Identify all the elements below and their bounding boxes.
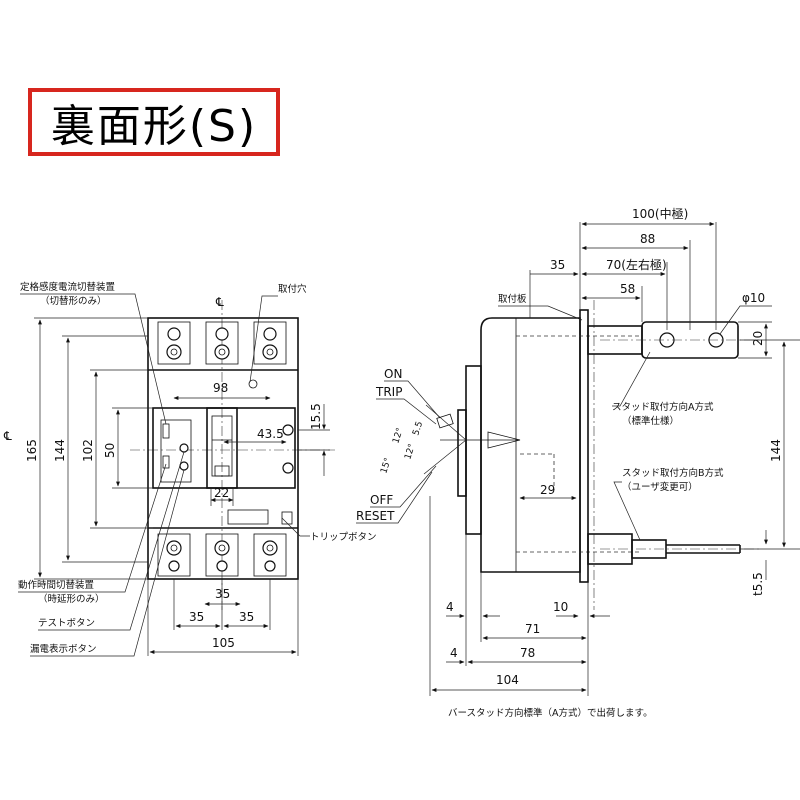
dim-78: 78 bbox=[520, 646, 535, 660]
label-stud-a: スタッド取付方向A方式 bbox=[612, 401, 714, 413]
dim-22: 22 bbox=[214, 486, 229, 500]
label-off: OFF bbox=[370, 493, 393, 507]
drawing-title: 裏面形(S) bbox=[50, 101, 258, 152]
label-rated-switch-note: （切替形のみ） bbox=[40, 295, 107, 307]
label-reset: RESET bbox=[356, 509, 395, 523]
dim-105: 105 bbox=[212, 636, 235, 650]
side-body-outline bbox=[480, 317, 581, 573]
dim-88: 88 bbox=[640, 232, 655, 246]
angle-5-5: 5.5 bbox=[411, 420, 425, 437]
dim-50: 50 bbox=[103, 443, 117, 458]
dim-102: 102 bbox=[81, 439, 95, 462]
label-test-button: テストボタン bbox=[38, 618, 95, 629]
front-body-outline bbox=[147, 317, 299, 580]
dim-104: 104 bbox=[496, 673, 519, 687]
centerline-mark-left: ℄ bbox=[3, 429, 12, 443]
settings-area bbox=[160, 419, 192, 483]
handle-base bbox=[457, 409, 467, 497]
label-stud-b-note: （ユーザ変更可） bbox=[622, 481, 698, 493]
dim-4-top: 4 bbox=[446, 600, 454, 614]
trip-button-area bbox=[227, 509, 269, 525]
dim-70: 70(左右極) bbox=[606, 257, 667, 272]
dim-phi10: φ10 bbox=[742, 291, 765, 305]
label-time-switch: 動作時間切替装置 bbox=[18, 579, 94, 591]
angle-12-a: 12° bbox=[391, 427, 405, 445]
dim-35-right: 35 bbox=[239, 610, 254, 624]
dim-98: 98 bbox=[213, 381, 228, 395]
front-cover bbox=[465, 365, 482, 535]
dim-10: 10 bbox=[553, 600, 568, 614]
dim-165: 165 bbox=[25, 439, 39, 462]
rated-switch-marker bbox=[162, 423, 170, 439]
dim-71: 71 bbox=[525, 622, 540, 636]
dim-144-side: 144 bbox=[769, 439, 783, 462]
label-mount-hole: 取付穴 bbox=[278, 283, 307, 295]
label-stud-a-note: （標準仕様） bbox=[622, 415, 679, 427]
front-view: 165 ℄ 144 102 50 98 43.5 15.5 22 bbox=[3, 281, 377, 657]
label-on: ON bbox=[384, 367, 402, 381]
dim-20: 20 bbox=[751, 331, 765, 346]
dim-35-top: 35 bbox=[215, 587, 230, 601]
centerline-mark-top: ℄ bbox=[215, 295, 224, 309]
side-view: 100(中極) 88 70(左右極) 35 58 φ10 20 144 t5.5… bbox=[356, 206, 800, 719]
dim-100: 100(中極) bbox=[632, 206, 688, 221]
handle-frame bbox=[206, 407, 238, 489]
label-leak-indicator: 漏電表示ボタン bbox=[30, 643, 97, 655]
dim-15-5: 15.5 bbox=[309, 403, 323, 430]
mount-plate bbox=[579, 309, 589, 583]
dim-43-5: 43.5 bbox=[257, 427, 284, 441]
mount-hole-upper bbox=[282, 424, 294, 436]
leak-indicator-button bbox=[179, 461, 189, 471]
label-mount-plate: 取付板 bbox=[498, 293, 527, 305]
label-stud-b: スタッド取付方向B方式 bbox=[622, 467, 724, 479]
dim-144-front: 144 bbox=[53, 439, 67, 462]
title-box: 裏面形(S) bbox=[28, 88, 280, 156]
label-trip: TRIP bbox=[375, 385, 402, 399]
angle-15: 15° bbox=[379, 457, 393, 475]
label-rated-switch: 定格感度電流切替装置 bbox=[20, 281, 115, 293]
bottom-terminals bbox=[148, 527, 298, 577]
dim-35-left: 35 bbox=[189, 610, 204, 624]
dim-4-bottom: 4 bbox=[450, 646, 458, 660]
angle-12-b: 12° bbox=[403, 443, 417, 461]
dim-35-side: 35 bbox=[550, 258, 565, 272]
label-trip-button: トリップボタン bbox=[310, 532, 377, 543]
time-switch-marker bbox=[162, 455, 170, 469]
dim-29: 29 bbox=[540, 483, 555, 497]
test-button bbox=[179, 443, 189, 453]
ground-mark bbox=[248, 379, 258, 389]
mount-hole-lower bbox=[282, 462, 294, 474]
top-terminals bbox=[148, 321, 298, 371]
footnote: バースタッド方向標準（A方式）で出荷します。 bbox=[448, 707, 653, 719]
dim-t5-5: t5.5 bbox=[751, 572, 765, 596]
label-time-switch-note: （時延形のみ） bbox=[38, 593, 105, 605]
dim-58: 58 bbox=[620, 282, 635, 296]
